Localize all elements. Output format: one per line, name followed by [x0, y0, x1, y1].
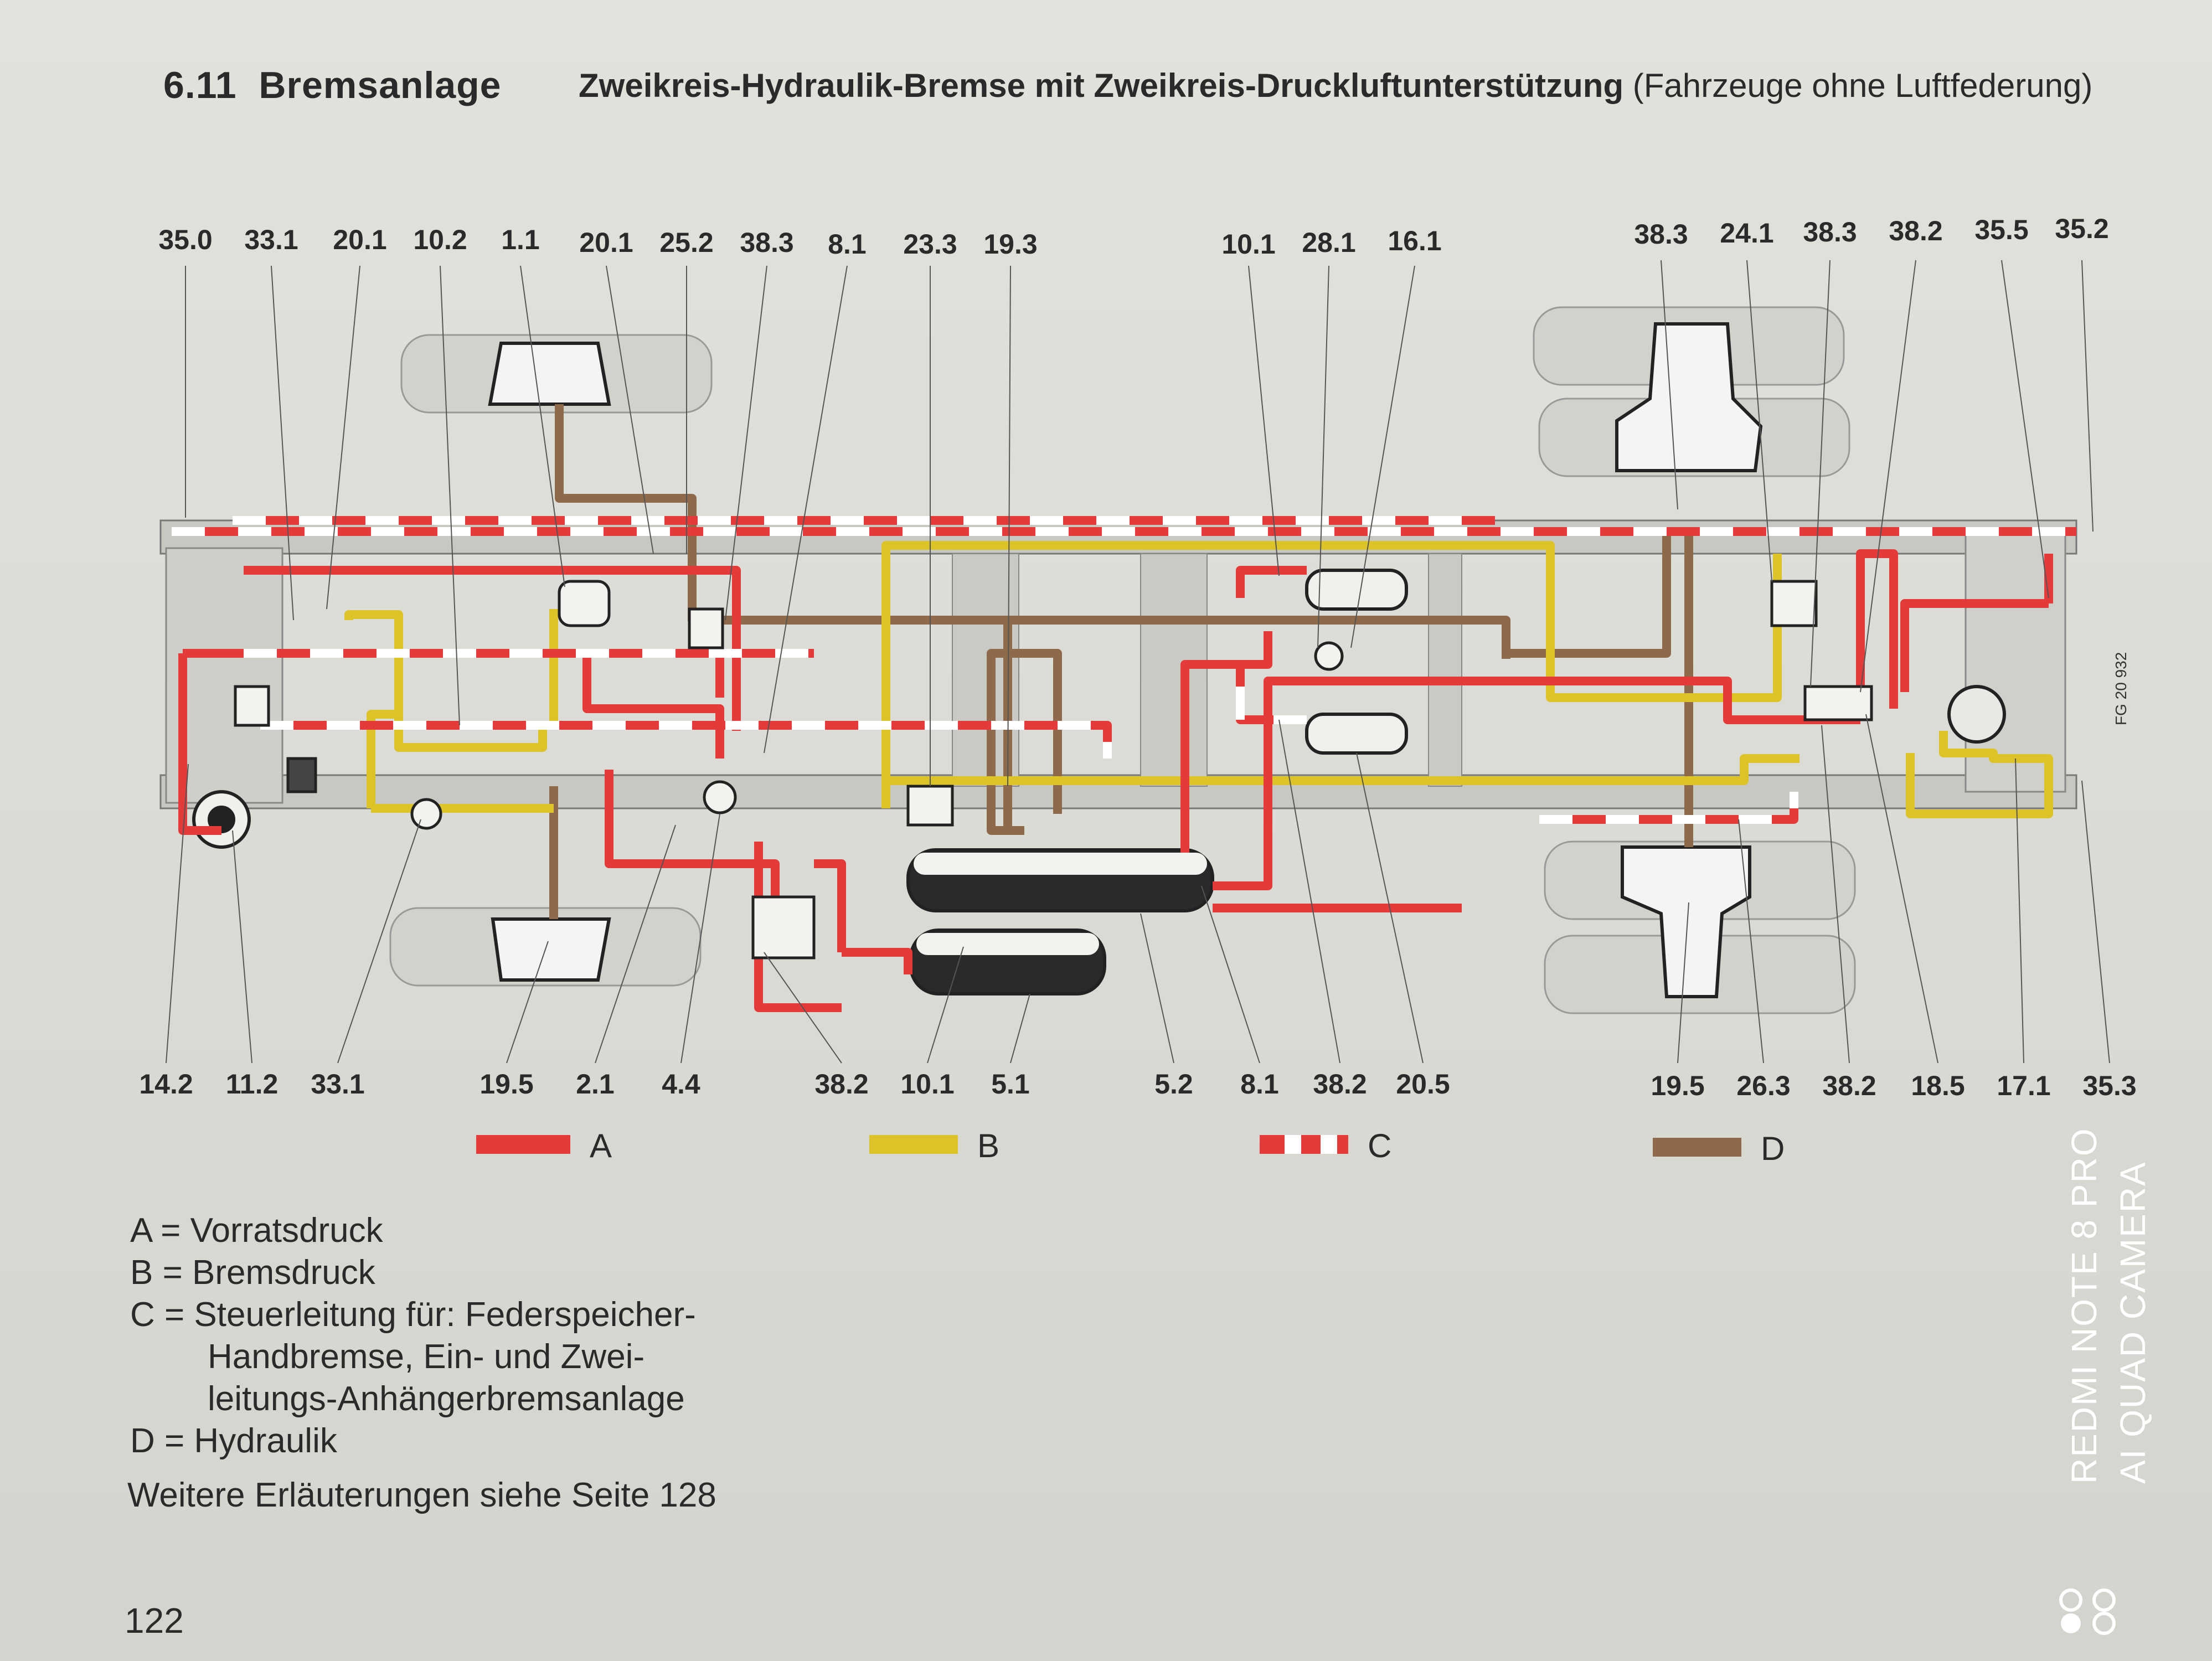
page-number: 122: [125, 1601, 184, 1641]
callout-bottom: 2.1: [576, 1069, 615, 1100]
callout-top: 25.2: [659, 227, 713, 258]
svg-text:B: B: [977, 1127, 999, 1164]
valve-relay-front: [688, 607, 724, 649]
lines-brake-pressure: [344, 541, 2053, 818]
valve-brake-unit: [558, 580, 611, 627]
load-valve: [1947, 685, 2006, 744]
svg-text:C: C: [1368, 1127, 1391, 1164]
callout-bottom: 20.5: [1396, 1069, 1450, 1100]
callout-leaders: [166, 260, 2110, 1064]
callout-bottom: 33.1: [311, 1069, 364, 1100]
section-title: 6.11 Bremsanlage: [163, 64, 502, 107]
callout-bottom: 17.1: [1997, 1070, 2050, 1101]
callout-top: 28.1: [1302, 227, 1355, 258]
callout-bottom: 4.4: [662, 1069, 700, 1100]
air-dryer: [234, 685, 270, 727]
further-explanations-note: Weitere Erläuterungen siehe Seite 128: [127, 1476, 716, 1514]
callout-top: 35.0: [158, 224, 212, 255]
callout-top: 38.2: [1889, 215, 1942, 246]
diagram-heading-bold: Zweikreis-Hydraulik-Bremse mit Zweikreis…: [579, 67, 1624, 104]
legend-item-a: A: [476, 1127, 612, 1164]
definition-c-continued: Handbremse, Ein- und Zwei-: [208, 1338, 645, 1376]
callout-top: 23.3: [903, 229, 957, 260]
callout-top: 8.1: [828, 229, 867, 260]
section-name: Bremsanlage: [259, 64, 502, 106]
valve-pressure-regulator: [906, 785, 954, 827]
callout-bottom: 8.1: [1240, 1069, 1279, 1100]
callout-bottom: 5.1: [991, 1069, 1030, 1100]
figure-code: FG 20 932: [2112, 652, 2129, 725]
callout-bottom: 35.3: [2082, 1070, 2136, 1101]
callout-bottom: 11.2: [226, 1069, 279, 1100]
svg-text:A: A: [590, 1127, 612, 1164]
callout-bottom: 10.1: [900, 1069, 954, 1100]
callouts-top: 35.0 33.1 20.1 10.2 1.1 20.1 25.2 38.3 8…: [158, 213, 2108, 260]
definition-a: A = Vorratsdruck: [130, 1211, 383, 1250]
legend-item-d: D: [1653, 1130, 1785, 1167]
callout-top: 35.5: [1974, 214, 2028, 245]
callout-bottom: 38.2: [814, 1069, 868, 1100]
diagram-heading: Zweikreis-Hydraulik-Bremse mit Zweikreis…: [579, 66, 2092, 105]
legend-item-c: C: [1260, 1127, 1391, 1164]
callout-bottom: 14.2: [139, 1069, 193, 1100]
callout-top: 33.1: [244, 224, 298, 255]
legend-item-b: B: [869, 1127, 999, 1164]
chassis-frame: [159, 519, 2077, 809]
callout-top: 35.2: [2055, 213, 2108, 244]
spring-cylinder-lower: [1305, 713, 1408, 755]
callout-top: 38.3: [1803, 216, 1857, 247]
brake-chambers: [488, 322, 1763, 998]
diagram-heading-note: (Fahrzeuge ohne Luftfederung): [1632, 67, 2093, 104]
callout-top: 20.1: [333, 224, 386, 255]
valve-relay-rear: [1803, 685, 1873, 721]
callout-top: 19.3: [983, 229, 1037, 260]
callout-top: 10.2: [413, 224, 467, 255]
callout-bottom: 18.5: [1911, 1070, 1964, 1101]
lines-hydraulic: [549, 404, 1693, 919]
lines-control: [172, 516, 2076, 824]
callout-top: 38.3: [740, 227, 793, 258]
camera-logo-icon: [2059, 1588, 2116, 1635]
callout-top: 38.3: [1634, 219, 1688, 250]
callout-top: 1.1: [501, 224, 540, 255]
watermark-line-1: REDMI NOTE 8 PRO: [2064, 1127, 2104, 1484]
callout-bottom: 38.2: [1313, 1069, 1367, 1100]
callout-bottom: 26.3: [1736, 1070, 1790, 1101]
legend-definitions: A = Vorratsdruck B = Bremsdruck C = Steu…: [130, 1210, 696, 1462]
callout-bottom: 19.5: [1651, 1070, 1704, 1101]
callouts-bottom: 14.2 11.2 33.1 19.5 2.1 4.4 38.2 10.1 5.…: [139, 1069, 2136, 1101]
line-legend: A B C D: [476, 1127, 1785, 1167]
svg-text:D: D: [1761, 1130, 1785, 1167]
callout-top: 10.1: [1221, 229, 1275, 260]
callout-bottom: 19.5: [479, 1069, 533, 1100]
callout-bottom: 38.2: [1822, 1070, 1876, 1101]
spring-cylinder-upper: [1305, 569, 1408, 611]
definition-c-continued: leitungs-Anhängerbremsanlage: [208, 1380, 685, 1418]
definition-c: C = Steuerleitung für: Federspeicher-: [130, 1296, 696, 1334]
valve-trailer-control: [1770, 580, 1818, 627]
callout-top: 16.1: [1388, 225, 1441, 256]
definition-b: B = Bremsdruck: [130, 1254, 375, 1292]
callout-top: 24.1: [1720, 218, 1773, 249]
valve-multi-circuit: [703, 780, 737, 814]
definition-d: D = Hydraulik: [130, 1422, 337, 1460]
callout-top: 20.1: [579, 227, 633, 258]
camera-watermark: REDMI NOTE 8 PRO AI QUAD CAMERA: [2060, 1127, 2157, 1484]
section-number: 6.11: [163, 64, 237, 106]
callout-bottom: 5.2: [1154, 1069, 1193, 1100]
watermark-line-2: AI QUAD CAMERA: [2113, 1161, 2153, 1484]
valves: [234, 580, 1873, 960]
valve-four-circuit-protection: [751, 895, 816, 960]
